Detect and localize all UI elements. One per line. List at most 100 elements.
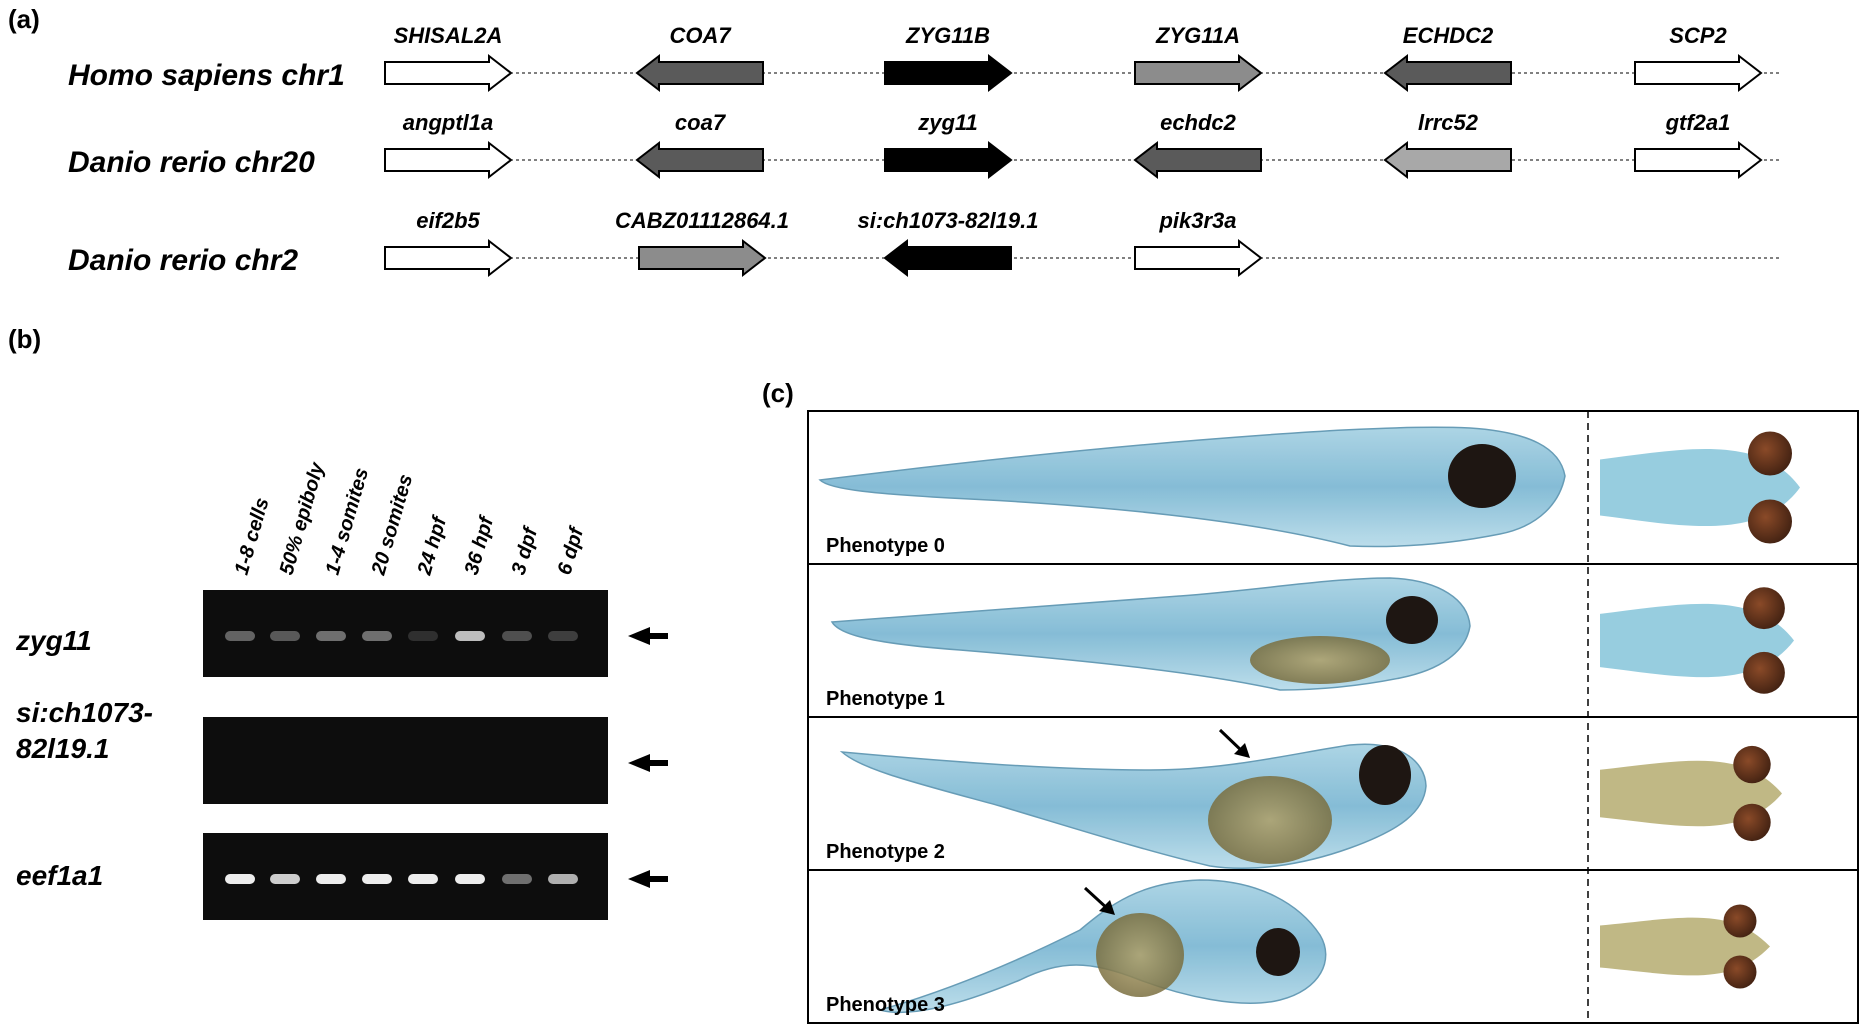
gene-arrow-si-ch1073-82l19-1 bbox=[883, 238, 1012, 278]
phenotype-row-0: Phenotype 0 bbox=[818, 426, 1800, 557]
gel-row-label: si:ch1073-82l19.1 bbox=[16, 697, 153, 764]
gel-band bbox=[225, 631, 255, 641]
gel-band bbox=[362, 631, 392, 641]
eye bbox=[1733, 803, 1771, 842]
eye bbox=[1748, 431, 1792, 476]
gel-band bbox=[502, 631, 532, 641]
eye bbox=[1723, 955, 1757, 989]
larva-dorsal-view bbox=[1600, 431, 1800, 544]
gel-band bbox=[270, 631, 300, 641]
gel-band bbox=[362, 874, 392, 884]
gene-arrow-echdc2 bbox=[1133, 140, 1262, 180]
gene-arrow-cabz01112864-1 bbox=[638, 238, 767, 278]
gel-band bbox=[270, 874, 300, 884]
eye bbox=[1733, 745, 1771, 784]
gene-arrow-zyg11b bbox=[884, 53, 1013, 93]
larva-dorsal-view bbox=[1600, 587, 1794, 694]
gene-arrow-gtf2a1 bbox=[1634, 140, 1763, 180]
phenotype-label: Phenotype 3 bbox=[826, 994, 945, 1016]
defect-arrowhead-icon bbox=[1234, 743, 1250, 758]
gene-arrow-scp2 bbox=[1634, 53, 1763, 93]
eye bbox=[1448, 444, 1516, 508]
gene-label-coa7: coa7 bbox=[675, 110, 727, 135]
panel-label-c: (c) bbox=[762, 378, 794, 408]
gel-row-label: eef1a1 bbox=[16, 860, 103, 891]
chromosome-label: Danio rerio chr2 bbox=[68, 244, 298, 277]
dorsal-body bbox=[1600, 760, 1782, 827]
gene-arrow-angptl1a bbox=[384, 140, 513, 180]
gel-band bbox=[316, 631, 346, 641]
larva-dorsal-view bbox=[1600, 904, 1770, 989]
gene-label-shisal2a: SHISAL2A bbox=[394, 23, 503, 48]
lane-label-1-4-somites: 1-4 somites bbox=[322, 466, 373, 578]
yolk bbox=[1208, 776, 1332, 864]
panel-label-b: (b) bbox=[8, 324, 41, 354]
phenotype-label: Phenotype 1 bbox=[826, 688, 945, 710]
gel-band bbox=[502, 874, 532, 884]
panel-label-a: (a) bbox=[8, 4, 40, 34]
band-arrow-icon bbox=[628, 754, 668, 772]
eye bbox=[1386, 596, 1438, 644]
gene-label-echdc2: ECHDC2 bbox=[1403, 23, 1494, 48]
chromosome-label: Homo sapiens chr1 bbox=[68, 59, 345, 92]
gene-arrow-coa7 bbox=[635, 140, 764, 180]
lane-label-6-dpf: 6 dpf bbox=[554, 523, 589, 577]
lane-label-50-epiboly: 50% epiboly bbox=[276, 459, 329, 577]
gene-label-lrrc52: lrrc52 bbox=[1418, 110, 1479, 135]
lane-label-24-hpf: 24 hpf bbox=[413, 512, 451, 578]
gene-label-si-ch1073-82l19-1: si:ch1073-82l19.1 bbox=[857, 208, 1038, 233]
gene-label-zyg11b: ZYG11B bbox=[905, 23, 990, 48]
eye bbox=[1723, 904, 1757, 938]
larva-dorsal-view bbox=[1600, 745, 1782, 842]
gene-label-cabz01112864-1: CABZ01112864.1 bbox=[615, 208, 789, 233]
dorsal-body bbox=[1600, 448, 1800, 527]
chromosome-label: Danio rerio chr20 bbox=[68, 146, 315, 179]
lane-label-1-8-cells: 1-8 cells bbox=[231, 495, 274, 577]
gene-label-pik3r3a: pik3r3a bbox=[1158, 208, 1236, 233]
gel-band bbox=[408, 631, 438, 641]
phenotype-row-2: Phenotype 2 bbox=[826, 728, 1782, 869]
gel-band bbox=[455, 631, 485, 641]
lane-label-20-somites: 20 somites bbox=[367, 472, 417, 578]
eye bbox=[1743, 651, 1785, 694]
dorsal-body bbox=[1600, 603, 1794, 678]
lane-label-3-dpf: 3 dpf bbox=[508, 523, 543, 577]
gel-band bbox=[548, 874, 578, 884]
phenotype-label: Phenotype 2 bbox=[826, 841, 945, 863]
gene-label-gtf2a1: gtf2a1 bbox=[1665, 110, 1731, 135]
phenotype-row-1: Phenotype 1 bbox=[826, 577, 1794, 710]
phenotype-row-3: Phenotype 3 bbox=[826, 879, 1770, 1016]
eye bbox=[1359, 745, 1411, 805]
eye bbox=[1256, 928, 1300, 976]
gel-band bbox=[225, 874, 255, 884]
gel-image bbox=[203, 833, 608, 920]
gene-label-zyg11: zyg11 bbox=[917, 110, 978, 135]
band-arrow-icon bbox=[628, 870, 668, 888]
gel-image bbox=[203, 717, 608, 804]
eye bbox=[1743, 587, 1785, 630]
eye bbox=[1748, 499, 1792, 544]
yolk bbox=[1250, 636, 1390, 684]
gene-arrow-zyg11a bbox=[1134, 53, 1263, 93]
gel-row-si-ch1073-82l19-1: si:ch1073-82l19.1 bbox=[16, 697, 668, 804]
gene-arrow-eif2b5 bbox=[384, 238, 513, 278]
yolk bbox=[1096, 913, 1184, 997]
synteny-row-danio-rerio-chr20: Danio rerio chr20 angptl1a coa7 zyg11 echdc2… bbox=[68, 110, 1782, 180]
gene-label-echdc2: echdc2 bbox=[1160, 110, 1237, 135]
gene-arrow-zyg11 bbox=[884, 140, 1013, 180]
gene-arrow-echdc2 bbox=[1383, 53, 1512, 93]
dorsal-body bbox=[1600, 917, 1770, 976]
gel-band bbox=[548, 631, 578, 641]
lane-label-36-hpf: 36 hpf bbox=[461, 512, 499, 577]
band-arrow-icon bbox=[628, 627, 668, 645]
gene-arrow-lrrc52 bbox=[1383, 140, 1512, 180]
gene-label-scp2: SCP2 bbox=[1669, 23, 1727, 48]
larva-lateral-view bbox=[818, 426, 1566, 548]
gene-label-angptl1a: angptl1a bbox=[403, 110, 493, 135]
gel-band bbox=[408, 874, 438, 884]
